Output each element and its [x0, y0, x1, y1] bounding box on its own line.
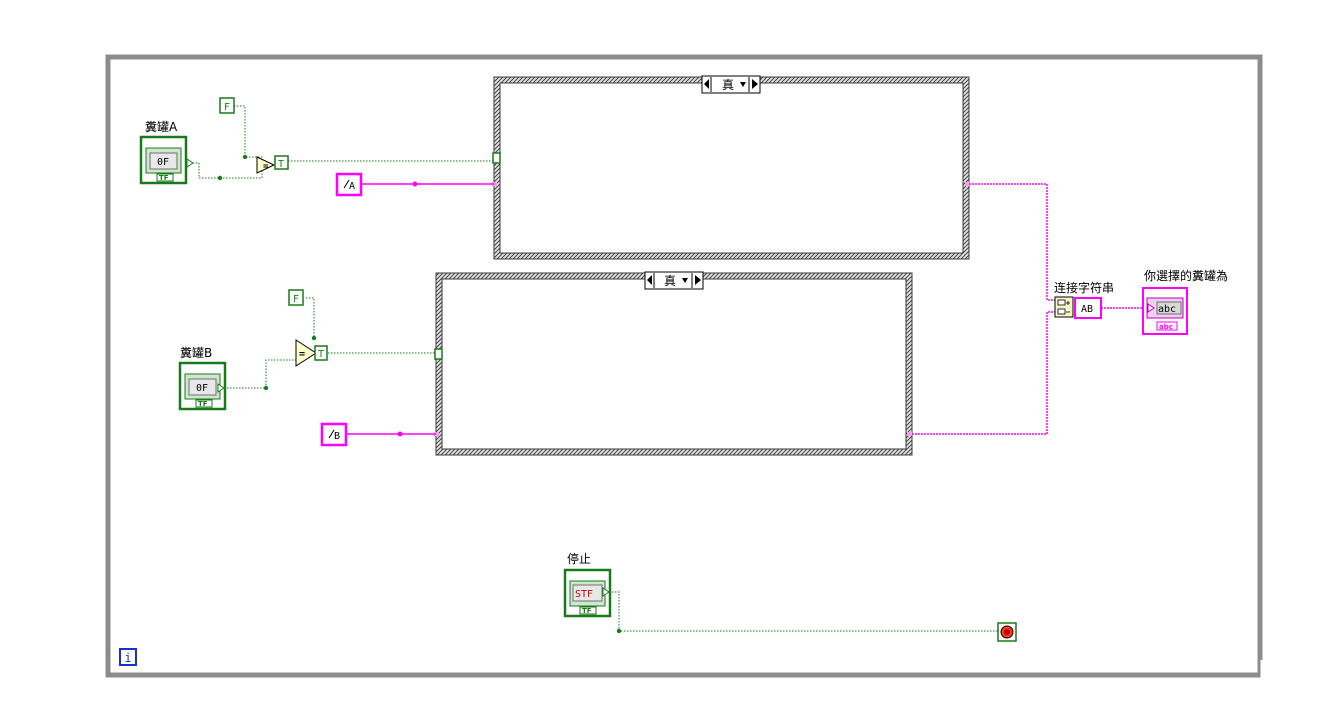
case-selector-terminal-top[interactable]	[492, 152, 501, 164]
case-next-icon[interactable]	[752, 79, 758, 89]
true-constant-b-glyph: T	[318, 349, 324, 360]
iteration-terminal[interactable]: i	[119, 648, 137, 666]
equal-node-a[interactable]: = T	[256, 155, 289, 174]
input-terminal-icon	[1147, 303, 1155, 313]
concat-output-glyph: AB	[1081, 304, 1093, 315]
wire-false-const-b[interactable]	[306, 297, 315, 341]
case-selector-terminal-bottom[interactable]	[434, 348, 443, 360]
concat-strings-node[interactable]: AB	[1054, 296, 1102, 319]
loop-condition-terminal[interactable]	[997, 622, 1017, 642]
stop-label: 停止	[567, 551, 591, 566]
false-constant-a[interactable]: F	[219, 97, 235, 114]
wire-false-const-a[interactable]	[234, 105, 266, 163]
case-structure-top[interactable]: 真	[492, 75, 970, 260]
output-terminal-icon	[217, 383, 225, 393]
iteration-glyph: i	[124, 651, 131, 665]
string-constant-a-glyph: A	[349, 181, 355, 192]
false-constant-b-glyph: F	[293, 294, 299, 305]
case-selector-bottom[interactable]: 真	[644, 271, 704, 290]
equal-a-glyph: =	[263, 162, 269, 172]
case-next-icon[interactable]	[695, 275, 701, 285]
jar-a-label: 糞罐A	[145, 119, 178, 134]
output-terminal-icon	[186, 158, 194, 168]
jar-a-control[interactable]: 0F TF	[139, 135, 194, 185]
string-constant-b[interactable]: B	[320, 422, 348, 447]
wire-jar-a[interactable]	[193, 162, 266, 179]
string-constant-a[interactable]: A	[335, 172, 363, 197]
false-constant-a-glyph: F	[224, 102, 230, 113]
jar-b-type-tag: TF	[198, 400, 208, 408]
jar-b-label: 糞罐B	[180, 345, 212, 360]
output-terminal-icon	[602, 587, 610, 597]
indicator-type-tag: abc	[1159, 323, 1173, 331]
case-prev-icon[interactable]	[647, 275, 652, 285]
true-constant-a-glyph: T	[278, 159, 284, 170]
equal-node-b[interactable]: = T	[295, 339, 328, 367]
chevron-down-icon[interactable]	[682, 278, 688, 283]
stop-glyph: STF	[575, 589, 593, 600]
stop-type-tag: TF	[582, 607, 592, 615]
indicator-glyph: abc	[1158, 304, 1176, 315]
string-constant-b-glyph: B	[334, 431, 340, 442]
wire-stop[interactable]	[609, 591, 998, 632]
jar-b-glyph: 0F	[196, 383, 208, 394]
case-prev-icon[interactable]	[704, 79, 709, 89]
concat-label: 连接字符串	[1054, 280, 1114, 295]
wire-case-top-out[interactable]	[969, 183, 1056, 301]
string-wires[interactable]	[346, 183, 1142, 435]
case-structure-bottom[interactable]: 真	[434, 271, 913, 456]
while-loop-border[interactable]	[105, 54, 1263, 678]
stop-control[interactable]: STF TF	[563, 568, 612, 618]
wire-junctions	[217, 154, 622, 634]
jar-a-glyph: 0F	[157, 157, 169, 168]
wire-case-bottom-out[interactable]	[912, 311, 1056, 435]
indicator-label: 你選擇的糞罐為	[1144, 268, 1228, 283]
case-selector-top[interactable]: 真	[701, 75, 761, 94]
false-constant-b[interactable]: F	[288, 289, 304, 306]
jar-a-type-tag: TF	[159, 174, 169, 182]
while-loop[interactable]	[105, 54, 1264, 680]
jar-b-control[interactable]: 0F TF	[178, 361, 227, 411]
case-selector-top-value: 真	[722, 78, 734, 92]
case-selector-bottom-value: 真	[664, 274, 676, 288]
equal-b-glyph: =	[299, 349, 305, 360]
chevron-down-icon[interactable]	[740, 82, 746, 87]
string-indicator[interactable]: abc abc	[1142, 287, 1188, 335]
wire-jar-b[interactable]	[224, 359, 298, 389]
